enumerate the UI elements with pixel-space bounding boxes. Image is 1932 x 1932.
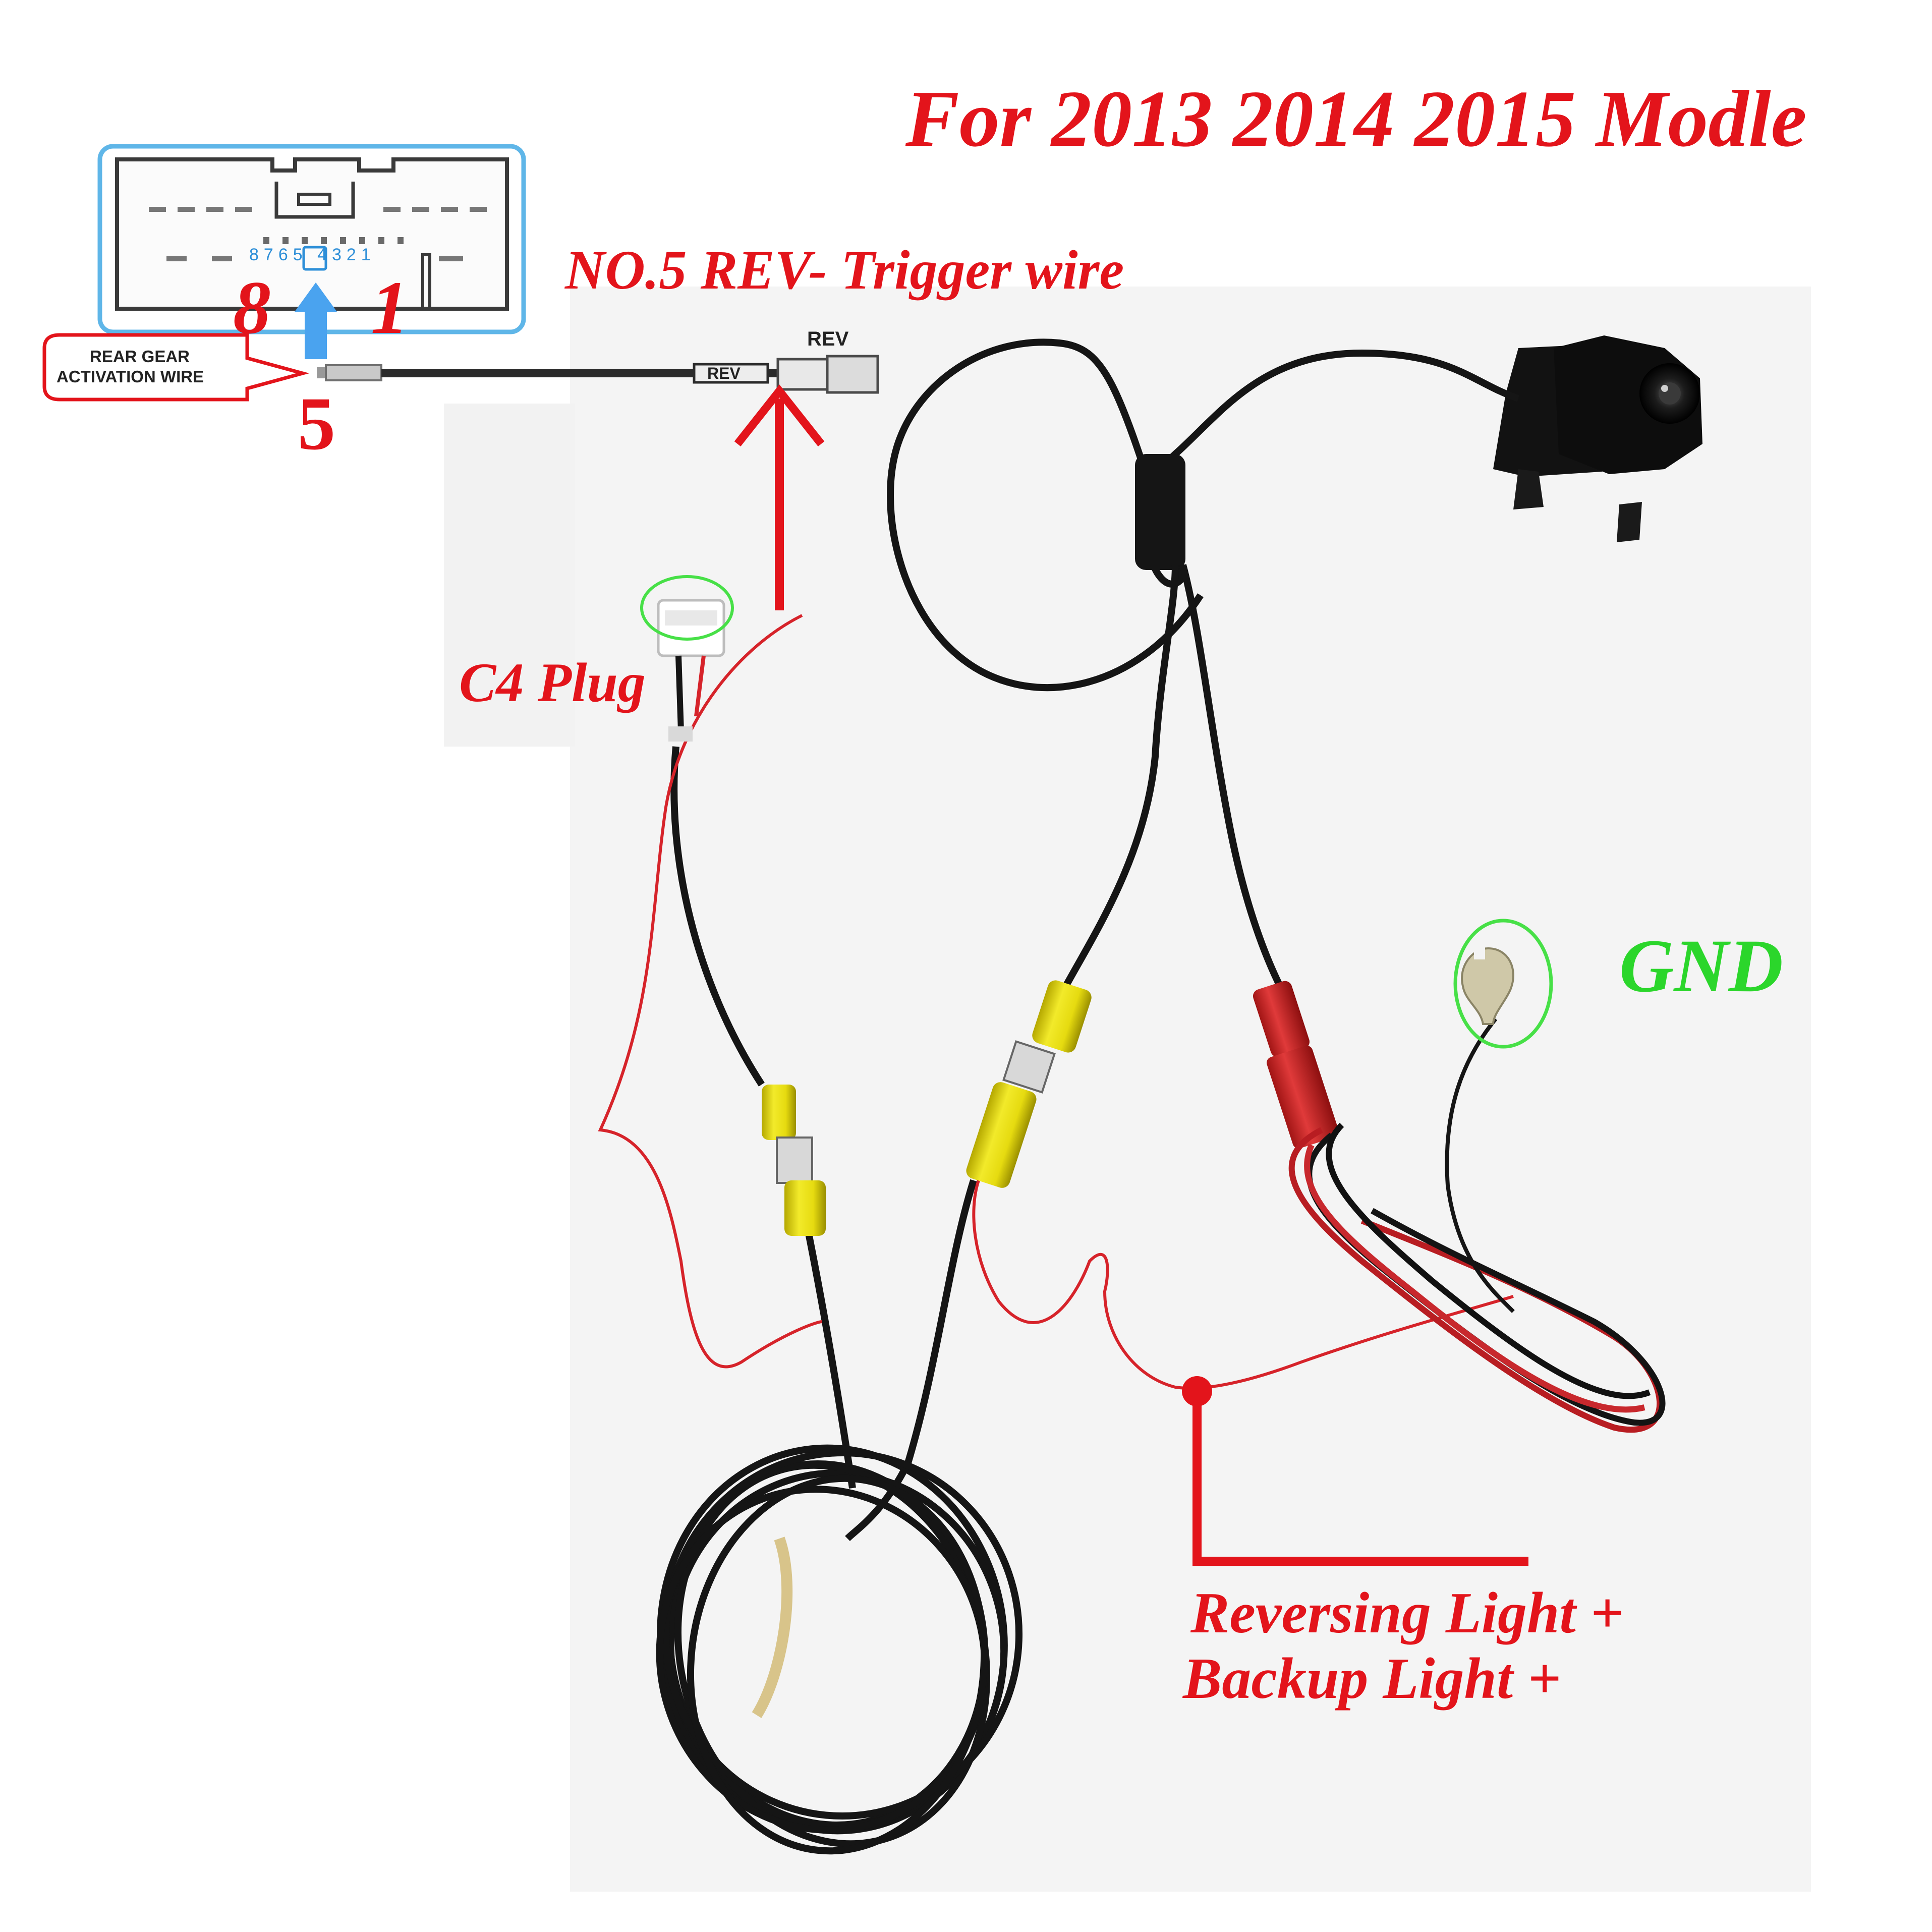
reversing-light-label: Reversing Light + <box>1190 1581 1624 1645</box>
photo-background-upper <box>444 404 575 747</box>
pin-1-label: 1 <box>371 266 409 350</box>
model-year-title: For 2013 2014 2015 Modle <box>905 74 1807 163</box>
connector-pin-numbers: 8765 4321 <box>249 245 376 264</box>
gnd-highlight <box>1453 919 1553 1049</box>
gnd-terminal <box>1445 939 1515 1313</box>
c4-plug-highlight <box>640 575 734 641</box>
gnd-label: GND <box>1619 924 1783 1008</box>
rca-connector-left <box>762 1085 826 1236</box>
pin-5-label: 5 <box>298 382 335 466</box>
backup-light-label: Backup Light + <box>1183 1646 1561 1711</box>
rev-red-arrow <box>734 384 825 610</box>
rear-gear-label-line1: REAR GEAR <box>90 347 190 366</box>
red-thin-wires <box>598 614 1514 1390</box>
trigger-wire-label: NO.5 REV- Trigger wire <box>565 239 1124 301</box>
pin5-blue-arrow <box>295 282 337 359</box>
cable-junction <box>1135 454 1185 570</box>
rca-connector-middle <box>966 980 1092 1188</box>
pin-8-label: 8 <box>233 266 271 350</box>
c4-plug <box>657 599 725 742</box>
rear-gear-label-line2: ACTIVATION WIRE <box>56 367 204 386</box>
harness-rev-label-inline: REV <box>707 364 741 382</box>
cable-tie <box>752 1537 793 1718</box>
camera-body <box>1493 335 1702 542</box>
camera-cable <box>887 338 1520 692</box>
video-cable-coil <box>656 1444 1023 1855</box>
reversing-light-pointer <box>1182 1376 1528 1566</box>
red-power-connector <box>1253 981 1339 1149</box>
harness-rev-label-top: REV <box>807 328 849 350</box>
connector-pinout <box>97 144 526 334</box>
rear-gear-callout-box <box>42 333 310 402</box>
rev-wire-harness <box>317 355 879 394</box>
power-cable-coil <box>1288 1122 1666 1433</box>
c4-plug-label: C4 Plug <box>459 652 646 713</box>
